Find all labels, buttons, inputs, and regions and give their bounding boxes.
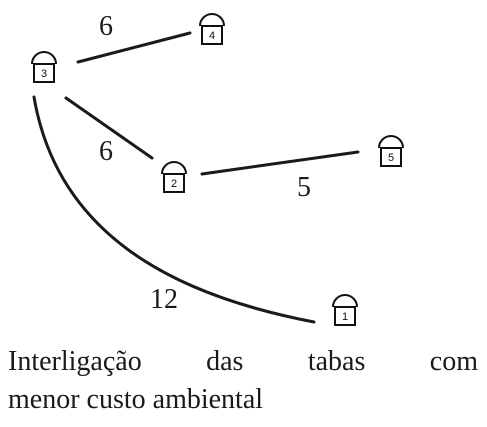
edge-weight-3-2: 6 [99, 136, 113, 167]
hut-label-2: 2 [171, 178, 177, 190]
caption-line-2: menor custo ambiental [8, 384, 264, 415]
hut-icon-4: 4 [199, 13, 225, 45]
hut-label-3: 3 [41, 68, 47, 80]
diagram-caption: Interligação das tabas com menor custo a… [8, 343, 478, 419]
edge-3-2 [64, 96, 154, 160]
hut-label-1: 1 [342, 311, 348, 323]
caption-line-1: Interligação das tabas com [8, 343, 478, 381]
edge-2-5 [200, 150, 360, 176]
hut-icon-1: 1 [332, 294, 358, 326]
caption-word: tabas [307, 346, 366, 377]
hut-label-5: 5 [388, 152, 394, 164]
edge-3-4 [76, 31, 192, 64]
hut-label-4: 4 [209, 30, 215, 42]
edge-weight-2-5: 5 [297, 172, 311, 203]
edge-3-1 [32, 95, 316, 324]
hut-icon-5: 5 [378, 135, 404, 167]
edge-weight-3-1: 12 [150, 284, 178, 315]
caption-word: Interligação [8, 346, 142, 377]
caption-word: com [429, 346, 478, 377]
hut-icon-3: 3 [31, 51, 57, 83]
hut-icon-2: 2 [161, 161, 187, 193]
caption-word: das [206, 346, 244, 377]
edge-weight-3-4: 6 [99, 11, 113, 42]
